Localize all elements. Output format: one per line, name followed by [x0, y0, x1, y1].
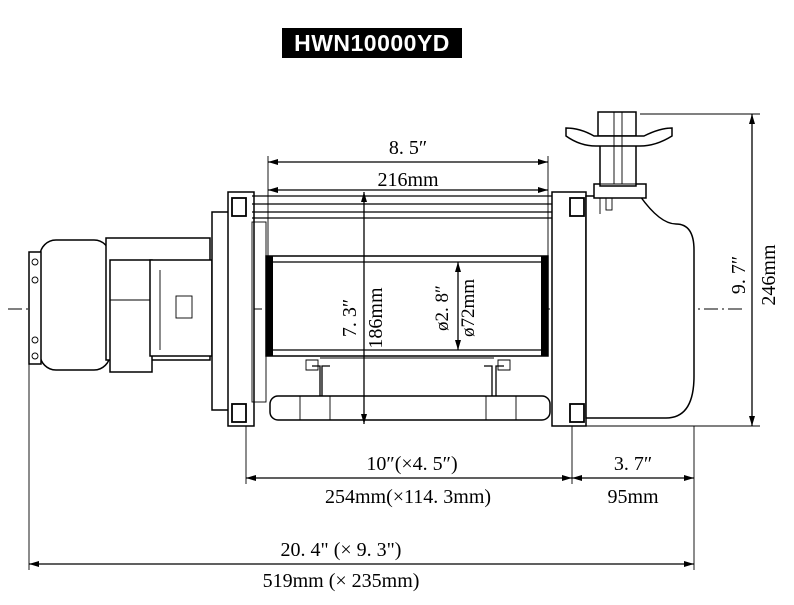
- model-title: HWN10000YD: [282, 28, 462, 58]
- gear-mm: 95mm: [607, 486, 659, 508]
- barrel-dia-in: ø2. 8″: [432, 285, 453, 331]
- mount-mm: 254mm(×114. 3mm): [325, 486, 491, 508]
- hydraulic-motor: [28, 237, 213, 373]
- mount-in: 10″(×4. 5″): [366, 453, 457, 475]
- overall-in: 20. 4" (× 9. 3"): [281, 539, 402, 561]
- dimension-lines: [28, 113, 760, 570]
- drum-length-in: 8. 5″: [389, 137, 427, 159]
- gearbox: [565, 111, 695, 419]
- height-in: 9. 7″: [728, 256, 750, 294]
- right-end-plate: [551, 191, 587, 427]
- gear-in: 3. 7″: [614, 453, 652, 475]
- drum-dia-mm: 186mm: [365, 287, 387, 349]
- barrel-dia-mm: ø72mm: [458, 279, 479, 337]
- left-end-plate: [211, 191, 267, 427]
- height-mm: 246mm: [758, 244, 780, 306]
- drum-dia-in: 7. 3″: [339, 299, 361, 337]
- drum-length-mm: 216mm: [377, 169, 439, 191]
- overall-mm: 519mm (× 235mm): [263, 570, 420, 592]
- drum: [252, 195, 560, 421]
